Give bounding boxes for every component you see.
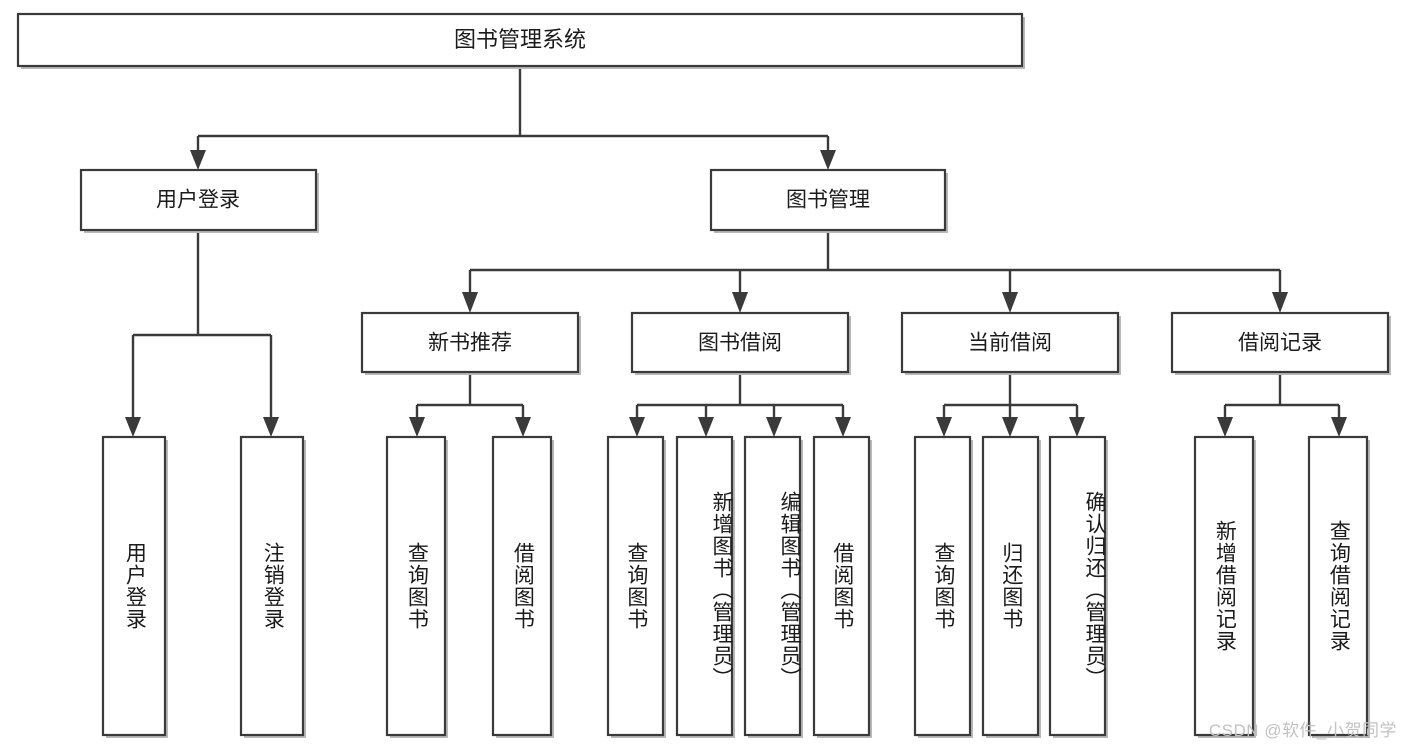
arrow-leaf-book-borrow-2 (698, 417, 714, 437)
arrow-leaf-borrow-record-1 (1217, 417, 1233, 437)
csdn-watermark: CSDN @软件_小贺同学 (1208, 721, 1397, 740)
leaf-user-login-2-box[interactable] (239, 435, 305, 737)
node-new-book-box[interactable] (360, 311, 580, 374)
arrow-to-new-book (462, 292, 478, 313)
leaf-new-book-2-box[interactable] (491, 435, 553, 737)
arrow-leaf-current-borrow-2 (1002, 417, 1018, 437)
node-book-manage-label: 图书管理 (786, 189, 870, 212)
node-book-borrow-label: 图书借阅 (698, 332, 782, 355)
leaf-book-borrow-1-box[interactable] (606, 435, 665, 737)
node-user-login-box[interactable] (79, 168, 318, 232)
node-book-manage-box[interactable] (709, 168, 947, 232)
arrow-leaf-new-book-2 (515, 417, 531, 437)
leaf-borrow-record-1-box[interactable] (1193, 435, 1255, 737)
leaf-borrow-record-2-box[interactable] (1307, 435, 1369, 737)
leaf-book-borrow-4-box[interactable] (812, 435, 871, 737)
leaf-book-borrow-3-box[interactable] (743, 435, 802, 737)
arrow-leaf-borrow-record-2 (1331, 417, 1347, 437)
node-new-book-label: 新书推荐 (428, 332, 512, 355)
arrow-leaf-user-login-2 (263, 417, 279, 437)
leaf-current-borrow-3-box[interactable] (1048, 435, 1107, 737)
arrow-leaf-current-borrow-1 (936, 417, 952, 437)
arrow-leaf-book-borrow-3 (766, 417, 782, 437)
arrow-leaf-current-borrow-3 (1069, 417, 1085, 437)
node-user-login-label: 用户登录 (156, 189, 240, 212)
node-book-borrow-box[interactable] (630, 311, 850, 374)
arrow-to-book-manage (820, 150, 836, 170)
node-borrow-record-box[interactable] (1170, 311, 1390, 374)
arrow-to-user-login (190, 150, 206, 170)
arrow-to-borrow-record (1272, 292, 1288, 313)
node-current-borrow-label: 当前借阅 (968, 332, 1052, 355)
connector-layer (125, 66, 1347, 437)
node-root-box[interactable] (16, 12, 1024, 68)
node-borrow-record-label: 借阅记录 (1238, 332, 1322, 355)
node-root-label: 图书管理系统 (454, 27, 586, 52)
node-layer: 图书管理系统 用户登录 图书管理 新书推荐 图书借阅 当前借阅 借阅记录 (16, 12, 1391, 738)
arrow-leaf-user-login-1 (125, 417, 141, 437)
leaf-user-login-1-box[interactable] (101, 435, 167, 737)
arrow-leaf-book-borrow-4 (835, 417, 851, 437)
arrow-to-current-borrow (1002, 292, 1018, 313)
leaf-current-borrow-1-box[interactable] (913, 435, 972, 737)
node-current-borrow-box[interactable] (900, 311, 1120, 374)
leaf-book-borrow-2-box[interactable] (675, 435, 734, 737)
leaf-new-book-1-box[interactable] (385, 435, 447, 737)
arrow-to-book-borrow (732, 292, 748, 313)
leaf-current-borrow-2-box[interactable] (981, 435, 1040, 737)
arrow-leaf-book-borrow-1 (629, 417, 645, 437)
arrow-leaf-new-book-1 (409, 417, 425, 437)
